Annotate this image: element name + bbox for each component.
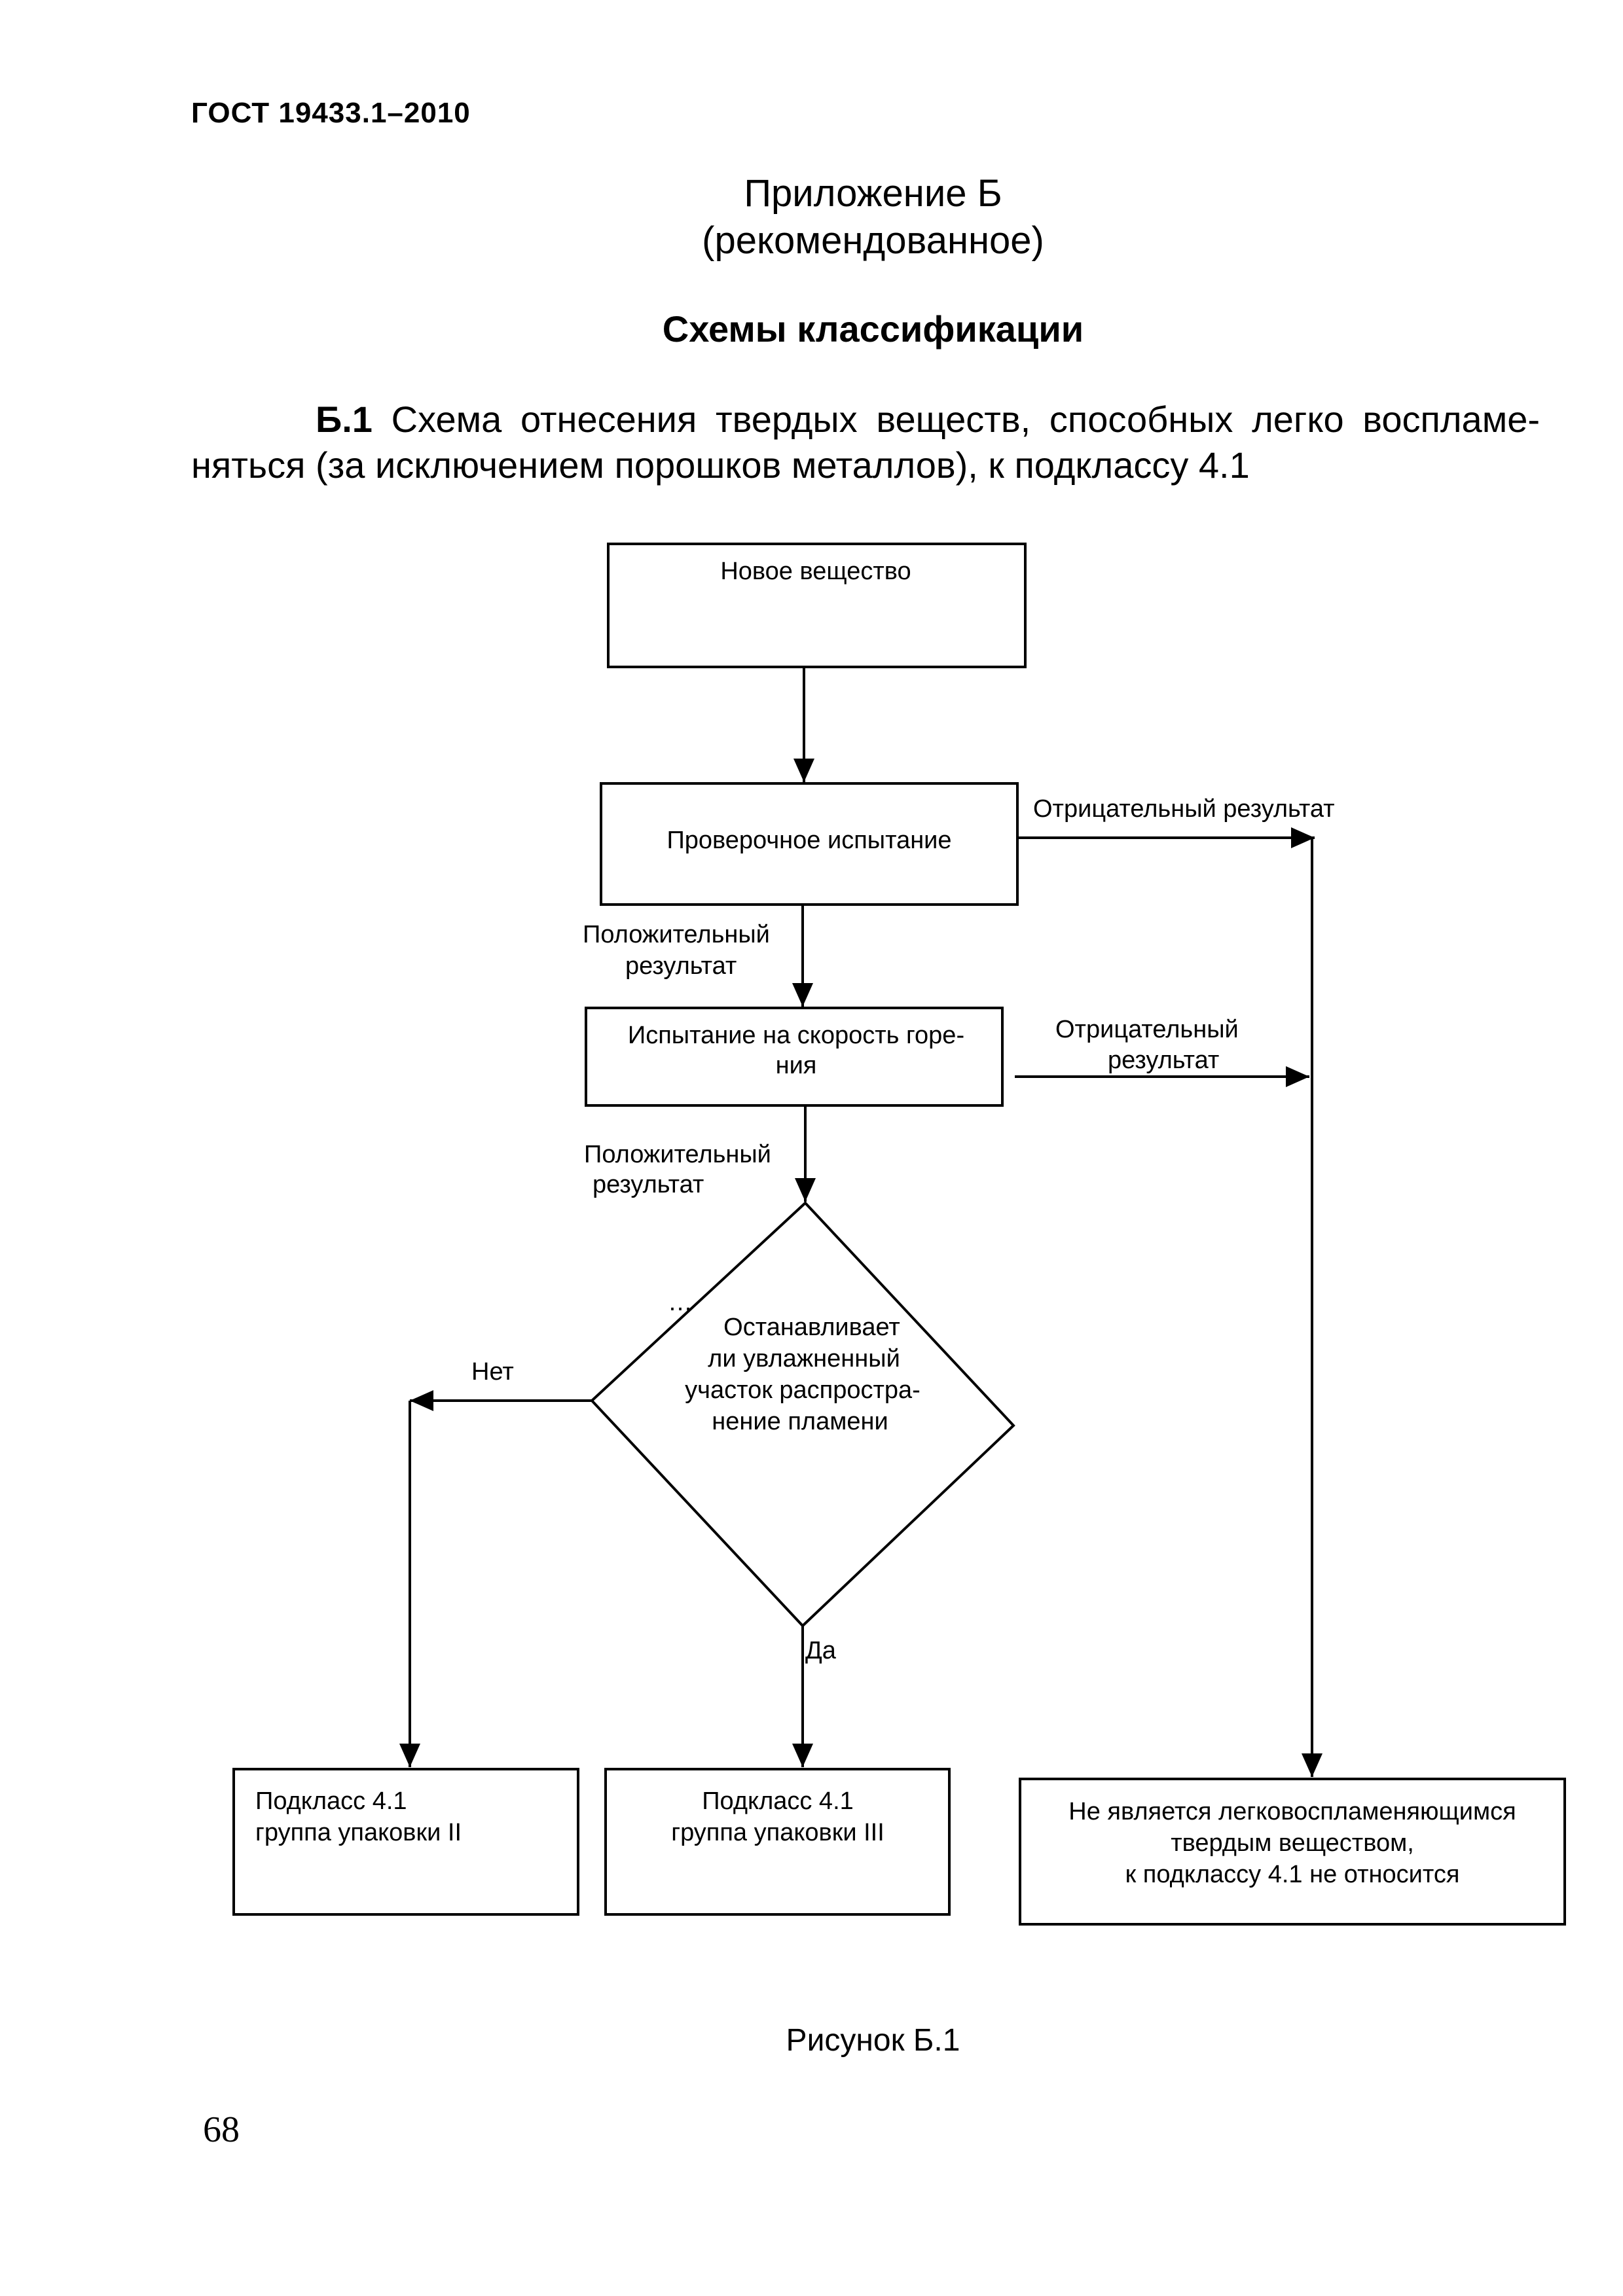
- box-burning-rate: [585, 1007, 1004, 1107]
- decision-line-4: нение пламени: [712, 1408, 888, 1435]
- decision-ellipsis: …: [668, 1289, 693, 1316]
- box-group-ii-line-2: группа упаковки II: [255, 1819, 462, 1846]
- box-burning-rate-line-1: Испытание на скорость горе-: [628, 1022, 964, 1049]
- paragraph-b1: Б.1 Схема отнесения твердых веществ, спо…: [191, 397, 1540, 488]
- box-new-substance-label: Новое вещество: [720, 558, 911, 585]
- decision-line-3: участок распростра-: [685, 1376, 921, 1404]
- box-group-iii-line-1: Подкласс 4.1: [702, 1787, 854, 1815]
- label-negative-2-line-1: Отрицательный: [1055, 1016, 1239, 1043]
- label-positive-2-line-1: Положительный: [584, 1141, 771, 1168]
- box-group-iii: [604, 1768, 951, 1916]
- paragraph-text-1: Схема отнесения твердых веществ, способн…: [391, 399, 1540, 440]
- label-no: Нет: [471, 1358, 514, 1386]
- box-not-flammable-line-2: твердым веществом,: [1171, 1829, 1414, 1857]
- label-yes: Да: [805, 1637, 837, 1664]
- box-new-substance: [607, 543, 1027, 668]
- box-group-ii: [232, 1768, 579, 1916]
- paragraph-line-2: няться (за исключением порошков металлов…: [191, 444, 1250, 486]
- paragraph-number: Б.1: [316, 399, 373, 440]
- box-not-flammable-line-3: к подклассу 4.1 не относится: [1125, 1861, 1460, 1888]
- appendix-subtitle: (рекомендованное): [702, 219, 1044, 262]
- appendix-title: Приложение Б: [744, 172, 1002, 215]
- decision-line-2: ли увлажненный: [708, 1345, 900, 1372]
- document-code: ГОСТ 19433.1–2010: [191, 97, 471, 129]
- box-group-iii-line-2: группа упаковки III: [671, 1819, 884, 1846]
- box-not-flammable: [1019, 1778, 1566, 1926]
- decision-line-1: Останавливает: [723, 1314, 900, 1341]
- paragraph-line-1: Б.1 Схема отнесения твердых веществ, спо…: [191, 397, 1540, 442]
- box-screening-test: [600, 782, 1019, 906]
- box-screening-test-label: Проверочное испытание: [666, 827, 951, 854]
- box-group-ii-line-1: Подкласс 4.1: [255, 1787, 407, 1815]
- label-negative-2-line-2: результат: [1108, 1047, 1219, 1074]
- label-positive-1-line-2: результат: [625, 952, 737, 980]
- label-positive-1-line-1: Положительный: [583, 921, 770, 948]
- box-not-flammable-line-1: Не является легковоспламеняющимся: [1068, 1798, 1516, 1825]
- page-number: 68: [203, 2109, 240, 2150]
- label-positive-2-line-2: результат: [593, 1171, 704, 1198]
- section-title: Схемы классификации: [662, 308, 1084, 350]
- box-burning-rate-line-2: ния: [776, 1052, 817, 1079]
- label-negative-1: Отрицательный результат: [1033, 795, 1335, 823]
- figure-caption: Рисунок Б.1: [786, 2023, 960, 2058]
